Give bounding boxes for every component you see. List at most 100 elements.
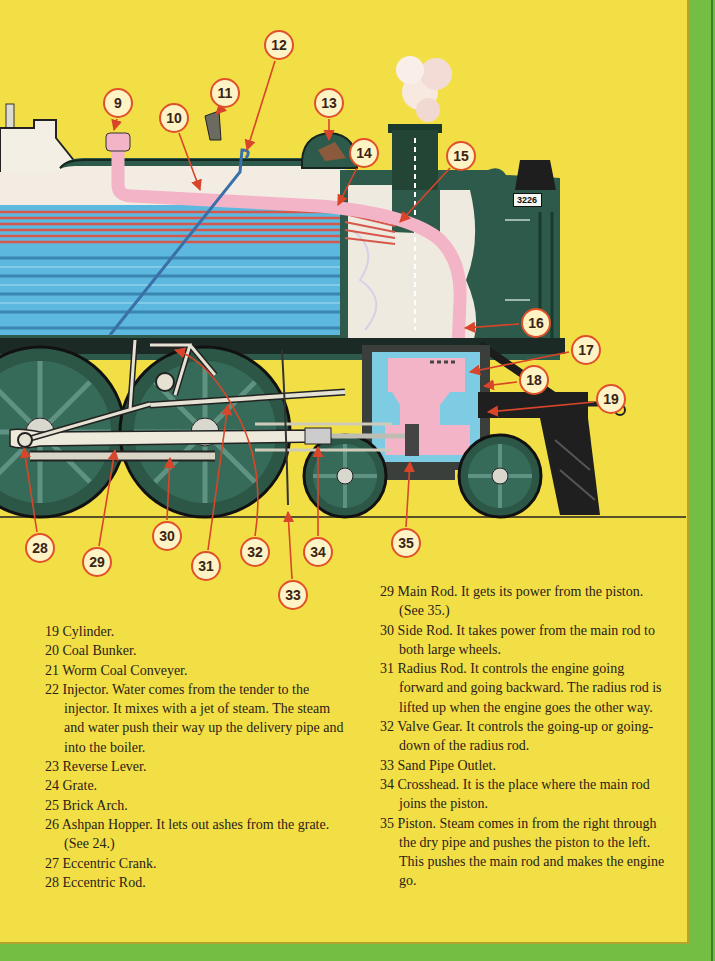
whistle: [205, 111, 221, 140]
leader-line: [99, 450, 115, 546]
callout-circle: 17: [571, 335, 601, 365]
callout-number: 19: [603, 392, 619, 406]
callout-circle: 13: [314, 88, 344, 118]
leader-line: [114, 119, 117, 130]
boiler: [60, 160, 305, 168]
callout-circle: 16: [521, 308, 551, 338]
leader-line: [465, 324, 519, 328]
parts-list-entry: 23 Reverse Lever.: [45, 757, 345, 776]
leader-line: [167, 458, 170, 520]
callout-circle: 28: [25, 533, 55, 563]
callout-circle: 9: [103, 88, 133, 118]
callout-number: 14: [356, 146, 372, 160]
callout-number: 10: [166, 111, 182, 125]
parts-list-entry: 28 Eccentric Rod.: [45, 873, 345, 892]
leader-line: [400, 168, 450, 222]
pony-wheel: [468, 444, 532, 508]
page-ground: [711, 0, 713, 961]
leader-line: [175, 350, 258, 536]
valve-gear: [156, 373, 174, 391]
rods: [30, 451, 215, 462]
callout-number: 30: [159, 529, 175, 543]
parts-list-entry: 25 Brick Arch.: [45, 796, 345, 815]
parts-list-column: 19 Cylinder.20 Coal Bunker.21 Worm Coal …: [45, 622, 345, 892]
cylinder: [405, 424, 419, 456]
smoke-cloud: [420, 58, 452, 90]
cylinder: [385, 425, 470, 455]
pilot: [540, 418, 600, 515]
leader-line: [24, 448, 37, 532]
injector-pipe: [110, 150, 248, 335]
valve-gear: [150, 392, 345, 405]
boiler: [0, 212, 345, 242]
engine-number: 3226: [517, 196, 537, 205]
callout-number: 34: [310, 545, 326, 559]
leader-line: [470, 352, 569, 372]
boiler: [0, 258, 345, 328]
parts-list-entry: 29 Main Rod. It gets its power from the …: [380, 582, 670, 621]
callout-number: 33: [285, 588, 301, 602]
parts-list-entry: 30 Side Rod. It takes power from the mai…: [380, 621, 670, 660]
boiler: [0, 158, 560, 360]
smokebox: [505, 220, 530, 300]
pony-wheel: [468, 444, 532, 508]
valve-gear: [18, 433, 32, 447]
pony-wheel: [304, 435, 541, 517]
leader-line: [216, 108, 222, 114]
page-ground: [0, 943, 715, 961]
parts-list-entry: 31 Radius Rod. It controls the engine go…: [380, 659, 670, 717]
sand-pipe: [282, 350, 288, 505]
leader-line: [317, 447, 319, 536]
callout-circle: 32: [240, 537, 270, 567]
parts-list-entry: 33 Sand Pipe Outlet.: [380, 756, 670, 775]
callout-number: 13: [321, 96, 337, 110]
leader-line: [179, 133, 200, 190]
callout-number: 12: [271, 38, 287, 52]
parts-list-entry: 19 Cylinder.: [45, 622, 345, 641]
callout-circle: 10: [159, 103, 189, 133]
callout-number: 16: [528, 316, 544, 330]
pony-wheel: [313, 444, 377, 508]
cylinder: [430, 361, 455, 364]
cylinder: [388, 358, 465, 425]
rods: [331, 434, 405, 439]
callout-circle: 34: [303, 537, 333, 567]
pony-wheel: [304, 435, 386, 517]
smokebox: [515, 160, 556, 190]
sand-pipe: [282, 350, 288, 505]
parts-list-entry: 22 Injector. Water comes from the tender…: [45, 680, 345, 757]
pony-wheel: [459, 435, 541, 517]
leader-line: [24, 61, 594, 579]
callout-circle: 11: [210, 78, 240, 108]
dry-pipe: [106, 133, 130, 151]
cab: [6, 104, 14, 128]
whistle: [205, 111, 221, 140]
boiler: [0, 267, 345, 303]
leader-line: [288, 512, 292, 579]
dry-pipe: [106, 133, 460, 350]
smokebox: [352, 230, 376, 330]
leader-line: [488, 402, 594, 412]
smoke-cloud: [416, 98, 440, 122]
parts-list-entry: 21 Worm Coal Conveyer.: [45, 661, 345, 680]
boiler: [0, 205, 345, 335]
callout-circle: 30: [152, 521, 182, 551]
pilot: [555, 440, 595, 500]
leader-line: [338, 168, 357, 205]
pilot: [478, 392, 588, 418]
parts-list-entry: 34 Crosshead. It is the place where the …: [380, 775, 670, 814]
parts-list-entry: 24 Grate.: [45, 776, 345, 795]
callout-number: 32: [247, 545, 263, 559]
rods: [30, 453, 215, 460]
chimney: [414, 138, 416, 330]
parts-list-entry: 32 Valve Gear. It controls the going-up …: [380, 717, 670, 756]
callout-circle: 29: [82, 547, 112, 577]
callout-circle: 15: [446, 141, 476, 171]
smoke-cloud: [396, 56, 452, 122]
valve-gear: [150, 392, 345, 405]
smoke-cloud: [396, 56, 424, 84]
leader-line: [328, 119, 330, 140]
callout-circle: 35: [391, 528, 421, 558]
